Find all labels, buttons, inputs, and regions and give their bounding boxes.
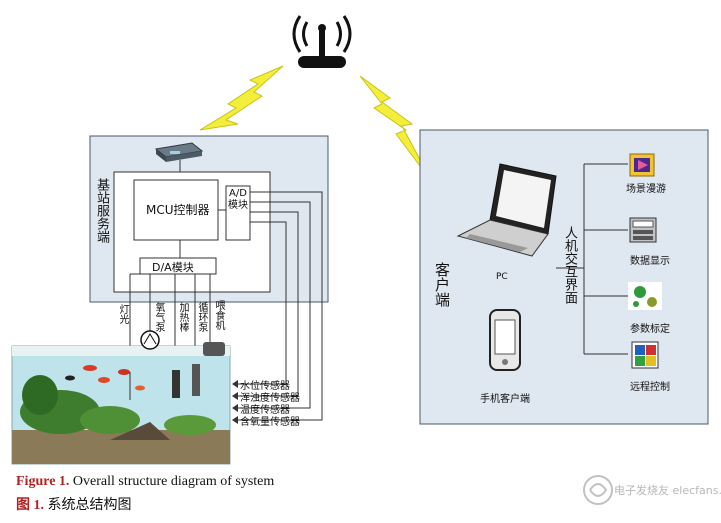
watermark-text: 电子发烧友 elecfans.com	[614, 484, 721, 497]
adc-label: A/D模块	[228, 188, 248, 211]
function-remote-control-label: 远程控制	[630, 382, 670, 393]
sensor-turbidity-label: 浑浊度传感器	[240, 393, 300, 404]
data-display-icon	[629, 217, 657, 243]
output-circulation-pump-label: 循环泵	[196, 302, 207, 332]
client-panel	[419, 129, 709, 425]
sensor-oxygen-label: 含氧量传感器	[240, 417, 300, 428]
caption-en-prefix: Figure 1.	[16, 474, 70, 489]
mobile-phone-icon	[489, 309, 521, 371]
lightning-left-icon	[199, 65, 284, 131]
dac-label: D/A模块	[152, 261, 194, 274]
sensor-water-level-label: 水位传感器	[240, 381, 290, 392]
wireless-router-icon	[292, 15, 352, 68]
base-station-title: 基站服务端	[94, 178, 109, 243]
output-heater-label: 加热棒	[177, 302, 188, 332]
function-parameter-calibration-label: 参数标定	[630, 324, 670, 335]
caption-zh-text: 系统总结构图	[47, 497, 132, 513]
function-data-display-label: 数据显示	[630, 256, 670, 267]
caption-en-text: Overall structure diagram of system	[72, 474, 275, 489]
pc-label: PC	[496, 272, 508, 282]
function-scene-roaming-label: 场景漫游	[626, 184, 666, 195]
mobile-client-label: 手机客户端	[480, 394, 530, 405]
mcu-label: MCU控制器	[146, 203, 210, 217]
watermark-logo-icon	[583, 475, 613, 505]
aquarium-image	[11, 330, 231, 465]
laptop-icon	[456, 163, 557, 257]
caption-zh-prefix: 图 1.	[16, 498, 44, 513]
figure-caption-en: Figure 1. Overall structure diagram of s…	[16, 474, 274, 490]
remote-control-icon	[631, 341, 659, 369]
output-feeder-label: 喂食机	[213, 300, 224, 330]
gateway-device-icon	[154, 142, 204, 162]
client-title: 客户端	[433, 262, 451, 307]
output-light-label: 灯光	[117, 304, 128, 324]
sensor-temperature-label: 温度传感器	[240, 405, 290, 416]
figure-caption-zh: 图 1. 系统总结构图	[16, 494, 132, 514]
scene-roaming-icon	[629, 153, 655, 177]
parameter-calibration-icon	[628, 282, 662, 310]
hmi-title: 人机交互界面	[562, 226, 577, 304]
output-oxygen-pump-label: 氧气泵	[153, 302, 164, 332]
